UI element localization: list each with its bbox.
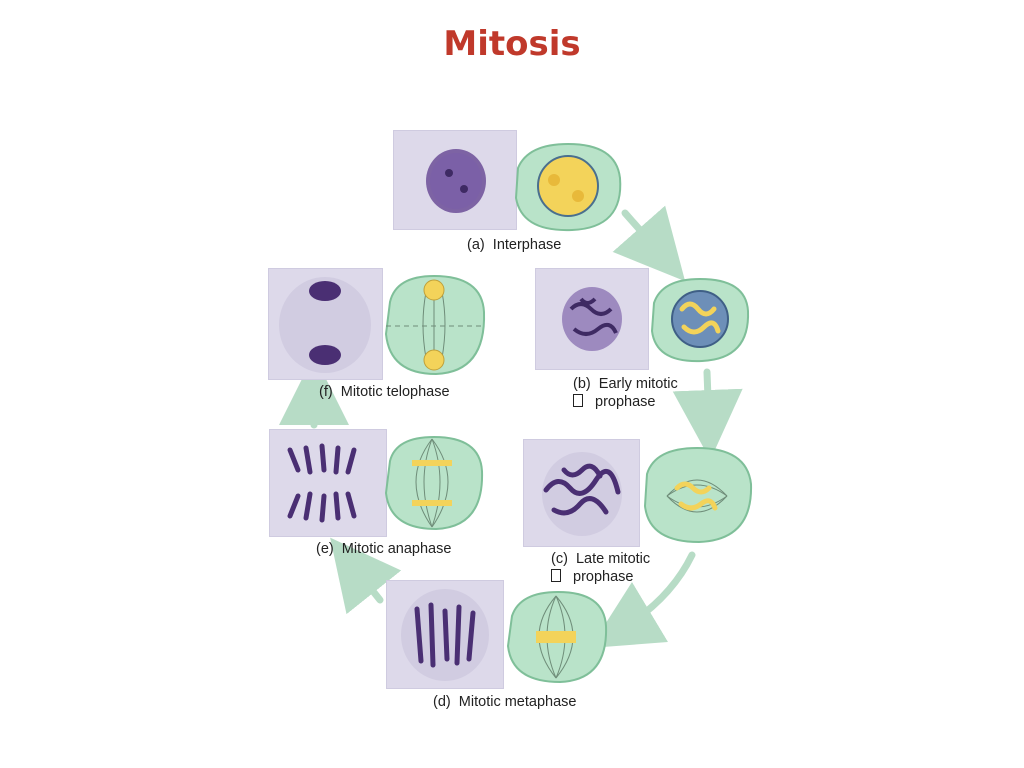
cell-anaphase bbox=[380, 433, 486, 533]
micrograph-anaphase bbox=[269, 429, 387, 537]
box-icon bbox=[551, 569, 561, 582]
cell-telophase bbox=[380, 272, 488, 378]
cell-interphase bbox=[508, 138, 626, 238]
micrograph-late-prophase bbox=[523, 439, 640, 547]
micrograph-interphase bbox=[393, 130, 517, 230]
micrograph-metaphase bbox=[386, 580, 504, 689]
cell-metaphase bbox=[502, 588, 610, 686]
cell-late-prophase bbox=[637, 444, 755, 546]
arrow-c-to-d bbox=[589, 551, 696, 649]
label-anaphase: (e) Mitotic anaphase bbox=[316, 541, 452, 557]
label-interphase: (a) Interphase bbox=[467, 237, 562, 253]
arrow-d-to-e bbox=[330, 537, 402, 615]
label-telophase: (f) Mitotic telophase bbox=[319, 384, 450, 400]
slide-title: Mitosis bbox=[443, 24, 581, 64]
arrow-a-to-b bbox=[612, 205, 686, 282]
label-metaphase: (d) Mitotic metaphase bbox=[433, 694, 577, 710]
box-icon bbox=[573, 394, 583, 407]
label-early-prophase: (b) Early mitotic prophase bbox=[573, 376, 678, 410]
arrow-b-to-c bbox=[672, 368, 743, 460]
cell-early-prophase bbox=[646, 275, 752, 365]
micrograph-early-prophase bbox=[535, 268, 649, 370]
label-late-prophase: (c) Late mitotic prophase bbox=[551, 551, 651, 585]
micrograph-telophase bbox=[268, 268, 383, 380]
